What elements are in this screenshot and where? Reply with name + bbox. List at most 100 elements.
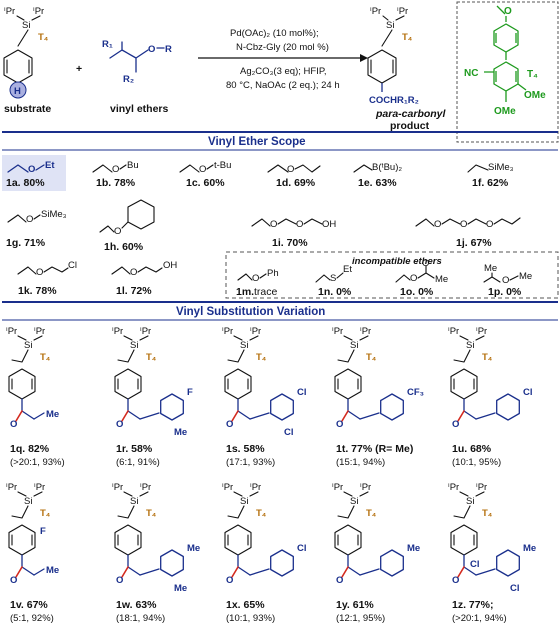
- product-1u-label: 1u. 68%: [452, 443, 492, 455]
- 1i-o-2: O: [296, 219, 303, 230]
- product-1z-sub-1: Cl: [510, 583, 520, 594]
- product-1v-ipr-1: ⁱPr: [6, 482, 17, 493]
- 1g-o: O: [26, 214, 33, 225]
- product-1t-aryl: [380, 393, 404, 421]
- product-1u-aryl: [496, 393, 520, 421]
- product-label: para-carbonyl: [375, 108, 447, 120]
- product-1s-carbonyl: [237, 398, 251, 420]
- product-1v-linker: [11, 491, 43, 519]
- product-1v-si: Si: [24, 496, 32, 507]
- product-1s-t4: T₄: [256, 352, 267, 363]
- product-1z-ipr-1: ⁱPr: [448, 482, 459, 493]
- product-1u-si: Si: [466, 340, 474, 351]
- label-1g: 1g. 71%: [6, 237, 46, 249]
- product-1u-arene: [450, 368, 478, 400]
- product-1s-ipr-2: ⁱPr: [250, 326, 261, 337]
- 1o-o-2: O: [422, 258, 429, 269]
- product-1q-selectivity: (>20:1, 93%): [10, 457, 65, 468]
- product-1w-label: 1w. 63%: [116, 599, 157, 611]
- product-1q-si: Si: [24, 340, 32, 351]
- 1n-et: Et: [343, 264, 352, 275]
- product-1v-arene: [8, 524, 36, 556]
- product-ipr-1: ⁱPr: [370, 6, 381, 17]
- 1l-o: O: [130, 267, 137, 278]
- product-1y-sub-0: Me: [407, 543, 420, 554]
- product-1y-aryl: [380, 549, 404, 577]
- product-1u-sub-0: Cl: [523, 387, 533, 398]
- label-1p: 1p. 0%: [488, 286, 522, 298]
- product-1u-ipr-1: ⁱPr: [448, 326, 459, 337]
- cond-1: Pd(OAc)₂ (10 mol%);: [230, 28, 319, 39]
- template-ome-2: OMe: [494, 106, 516, 117]
- product-1x-ipr-2: ⁱPr: [250, 482, 261, 493]
- product-1r-carbonyl: [127, 398, 141, 420]
- product-1w-carbonyl: [127, 554, 141, 576]
- r2-label: R₂: [123, 74, 134, 85]
- product-1z-si: Si: [466, 496, 474, 507]
- plus-sign: +: [76, 63, 82, 75]
- h-atom-circle: [9, 81, 27, 99]
- product-1u-t4: T₄: [482, 352, 493, 363]
- product-1s-selectivity: (17:1, 93%): [226, 457, 275, 468]
- 1j-o-2: O: [460, 219, 467, 230]
- product-1x-o: O: [226, 575, 233, 586]
- product-1x-arene: [224, 524, 252, 556]
- cond-2: N-Cbz-Gly (20 mol %): [236, 42, 329, 53]
- label-1o: 1o. 0%: [400, 286, 434, 298]
- product-1t-o: O: [336, 419, 343, 430]
- 1d-o: O: [287, 164, 294, 175]
- product-1x-selectivity: (10:1, 93%): [226, 613, 275, 624]
- substrate-t4: T₄: [38, 32, 49, 43]
- product-1w-sub-0: Me: [187, 543, 200, 554]
- product-1s-label: 1s. 58%: [226, 443, 265, 455]
- product-1r-ipr-1: ⁱPr: [112, 326, 123, 337]
- product-1r-linker: [117, 335, 149, 363]
- template-box: [456, 1, 559, 143]
- product-1y-selectivity: (12:1, 95%): [336, 613, 385, 624]
- template-t4: T₄: [527, 69, 538, 80]
- product-1z-aryl: [496, 549, 520, 577]
- product-1v-t4: T₄: [40, 508, 51, 519]
- selected-highlight-1a: [2, 155, 66, 191]
- 1a-et: Et: [45, 160, 55, 171]
- label-1k: 1k. 78%: [18, 285, 57, 297]
- product-1x-label: 1x. 65%: [226, 599, 265, 611]
- 1h-cyclohexyl: [127, 199, 155, 230]
- product-group: COCHR₁R₂: [369, 95, 419, 106]
- product-1z-label: 1z. 77%;: [452, 599, 493, 611]
- product-1q-carbonyl: [21, 398, 35, 420]
- 1i-o-1: O: [270, 219, 277, 230]
- label-1d: 1d. 69%: [276, 177, 316, 189]
- cond-3: Ag₂CO₃(3 eq); HFIP,: [240, 66, 327, 77]
- product-1v-ipr-2: ⁱPr: [34, 482, 45, 493]
- product-1t-ipr-1: ⁱPr: [332, 326, 343, 337]
- product-1y-ipr-1: ⁱPr: [332, 482, 343, 493]
- vinyl-o: O: [148, 44, 155, 55]
- product-1w-arene: [114, 524, 142, 556]
- 1j-o-3: O: [486, 219, 493, 230]
- product-1w-sub-1: Me: [174, 583, 187, 594]
- product-1t-si: Si: [350, 340, 358, 351]
- product-1s-linker: [227, 335, 259, 363]
- 1c-tbu: t-Bu: [214, 160, 231, 171]
- product-1r-t4: T₄: [146, 352, 157, 363]
- product-1y-linker: [337, 491, 369, 519]
- product-1v-carbonyl: [21, 554, 35, 576]
- product-ring: [367, 49, 397, 84]
- 1c-o: O: [199, 164, 206, 175]
- section-vinyl-scope: Vinyl Ether Scope: [208, 136, 306, 148]
- product-1x-linker: [227, 491, 259, 519]
- product-1s-ipr-1: ⁱPr: [222, 326, 233, 337]
- product-1w-linker: [117, 491, 149, 519]
- substrate-si: Si: [22, 20, 30, 31]
- product-1q-o: O: [10, 419, 17, 430]
- product-1t-arene: [334, 368, 362, 400]
- product-1x-aryl: [270, 549, 294, 577]
- product-1y-ipr-2: ⁱPr: [360, 482, 371, 493]
- product-1s-aryl: [270, 393, 294, 421]
- product-1z-arene: [450, 524, 478, 556]
- r1-label: R₁: [102, 39, 113, 50]
- product-1t-selectivity: (15:1, 94%): [336, 457, 385, 468]
